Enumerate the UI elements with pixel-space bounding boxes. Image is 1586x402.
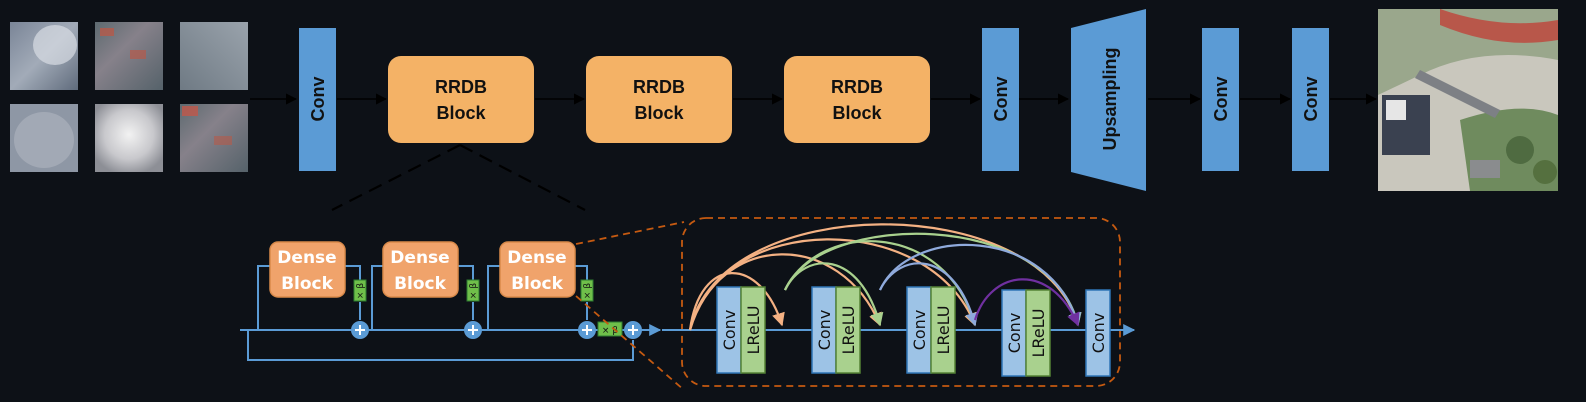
beta-scale-boxes: × β × β × β × β — [353, 279, 623, 337]
input-tile — [95, 104, 163, 172]
beta-label: × β — [602, 326, 618, 336]
conv-layer-4: Conv — [1292, 28, 1329, 171]
conv-label: Conv — [1089, 313, 1108, 354]
input-tiles — [10, 22, 248, 172]
beta-label: × β — [356, 283, 366, 299]
beta-label: × β — [469, 283, 479, 299]
upsampling-label: Upsampling — [1100, 47, 1120, 150]
output-image — [1378, 9, 1558, 191]
conv-label: Conv — [720, 310, 739, 351]
dense-detail-frame — [681, 217, 1121, 387]
dense-connections — [688, 223, 1082, 331]
upsampling-layer: Upsampling — [1071, 9, 1146, 191]
final-conv: Conv — [1085, 289, 1111, 377]
input-tile — [180, 22, 248, 90]
conv-lrelu-pair-2: Conv LReLU — [811, 286, 861, 374]
conv-layer-2: Conv — [982, 28, 1019, 171]
conv-lrelu-pair-3: Conv LReLU — [906, 286, 956, 374]
conv-lrelu-pair-4: Conv LReLU — [1001, 289, 1051, 377]
dense-zoom-lines — [575, 221, 685, 391]
conv-label: Conv — [308, 77, 328, 122]
conv-label: Conv — [815, 310, 834, 351]
conv-label: Conv — [1005, 313, 1024, 354]
conv-label: Conv — [1211, 77, 1231, 122]
conv-lrelu-pair-1: Conv LReLU — [716, 286, 766, 374]
conv-label: Conv — [991, 77, 1011, 122]
lrelu-label: LReLU — [934, 306, 953, 355]
lrelu-label: LReLU — [1029, 309, 1048, 358]
conv-layer-3: Conv — [1202, 28, 1239, 171]
conv-label: Conv — [1301, 77, 1321, 122]
conv-label: Conv — [910, 310, 929, 351]
beta-label: × β — [583, 283, 593, 299]
conv-layer-1: Conv — [299, 28, 336, 171]
lrelu-label: LReLU — [744, 306, 763, 355]
sum-nodes — [351, 321, 642, 339]
zoom-lines — [331, 144, 586, 211]
lrelu-label: LReLU — [839, 306, 858, 355]
